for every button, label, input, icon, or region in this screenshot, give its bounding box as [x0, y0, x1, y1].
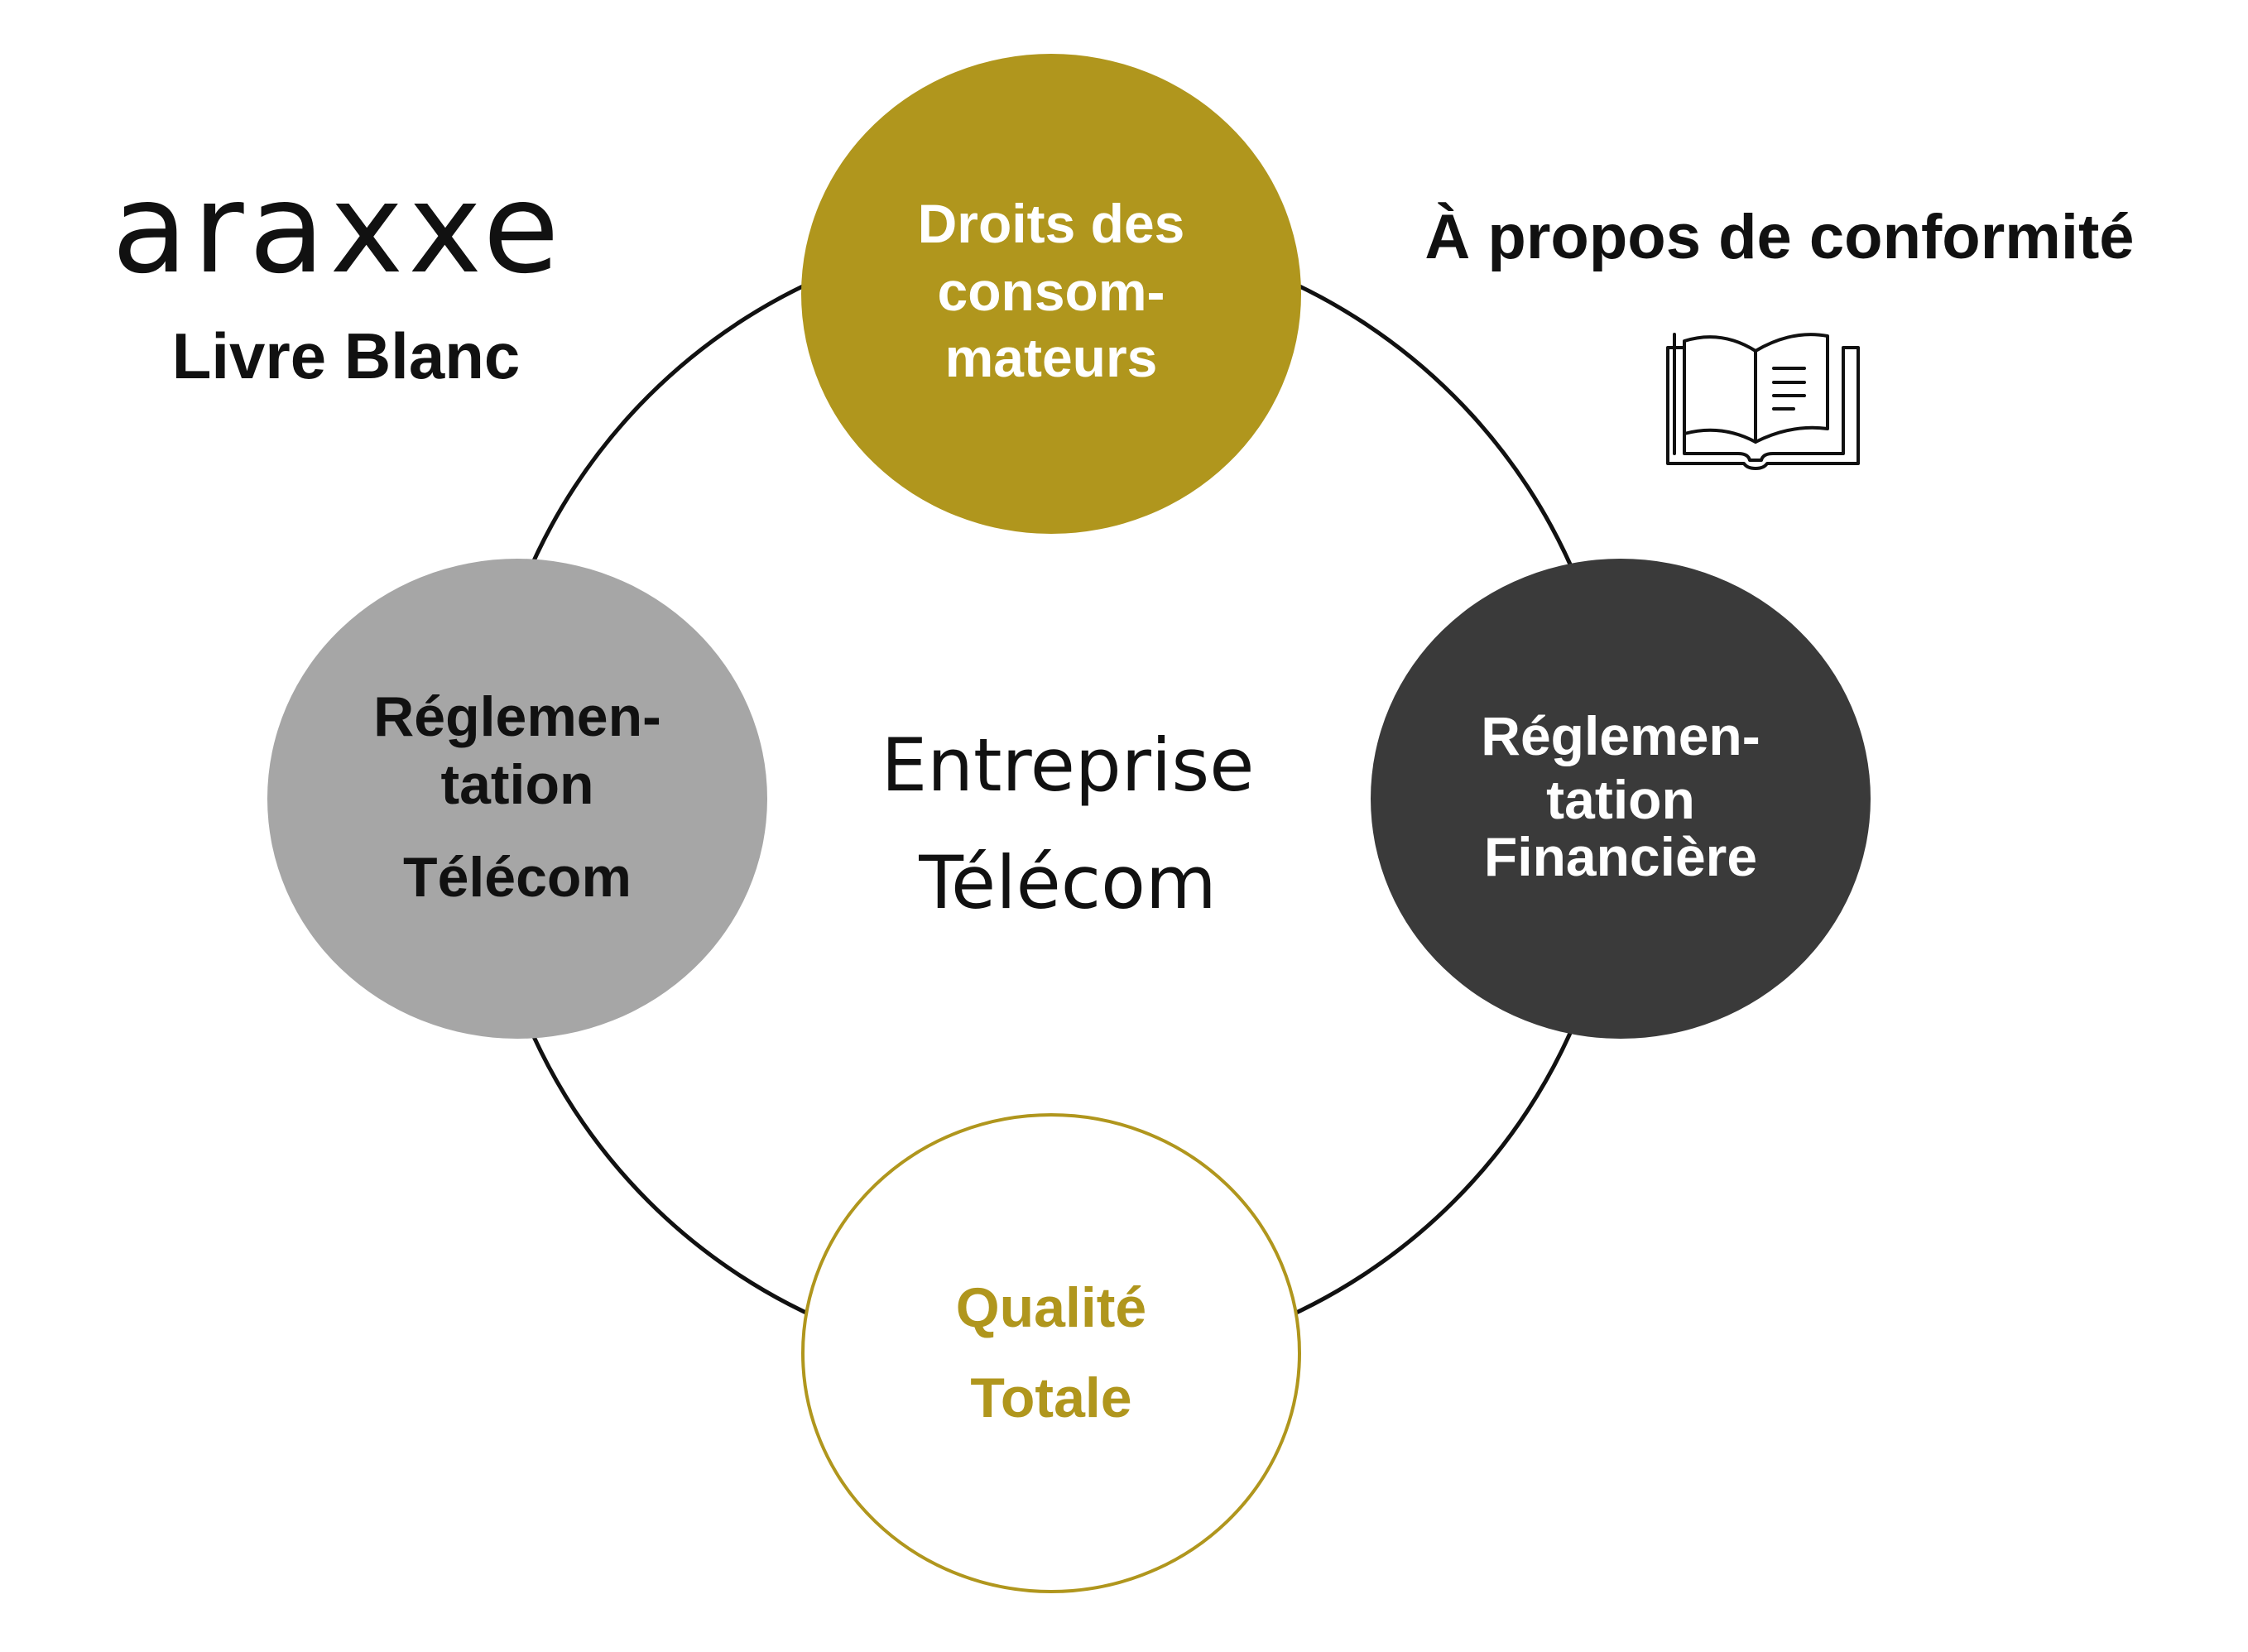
center-label-line-1: Entreprise: [881, 723, 1255, 808]
node-total-quality-line-2: Totale: [970, 1366, 1131, 1429]
node-consumer-rights: Droits des consom- mateurs: [801, 54, 1301, 534]
node-total-quality: Qualité Totale: [801, 1113, 1301, 1593]
brand-block: araxxe Livre Blanc: [112, 157, 564, 392]
node-consumer-rights-circle: [801, 54, 1301, 534]
node-financial-regulation-line-1: Réglemen-: [1481, 705, 1760, 766]
node-financial-regulation: Réglemen- tation Financière: [1371, 559, 1871, 1039]
node-consumer-rights-line-1: Droits des: [918, 193, 1185, 254]
node-telecom-regulation-line-2: tation: [440, 753, 593, 816]
page-title: À propos de conformité: [1424, 202, 2134, 272]
brand-logo: araxxe: [112, 157, 564, 301]
node-financial-regulation-line-2: tation: [1546, 769, 1695, 830]
node-consumer-rights-line-2: consom-: [937, 261, 1165, 322]
brand-subtitle: Livre Blanc: [172, 319, 521, 392]
node-telecom-regulation: Réglemen- tation Télécom: [267, 559, 767, 1039]
node-telecom-regulation-line-1: Réglemen-: [373, 685, 661, 748]
center-label-line-2: Télécom: [918, 840, 1216, 925]
node-telecom-regulation-line-3: Télécom: [403, 846, 632, 909]
node-consumer-rights-line-3: mateurs: [945, 327, 1158, 388]
node-telecom-regulation-circle: [267, 559, 767, 1039]
node-financial-regulation-circle: [1371, 559, 1871, 1039]
node-total-quality-line-1: Qualité: [956, 1276, 1147, 1339]
center-label: Entreprise Télécom: [881, 723, 1255, 925]
open-book-icon: [1666, 333, 1860, 470]
node-financial-regulation-line-3: Financière: [1484, 826, 1757, 887]
node-total-quality-circle: [801, 1113, 1301, 1593]
